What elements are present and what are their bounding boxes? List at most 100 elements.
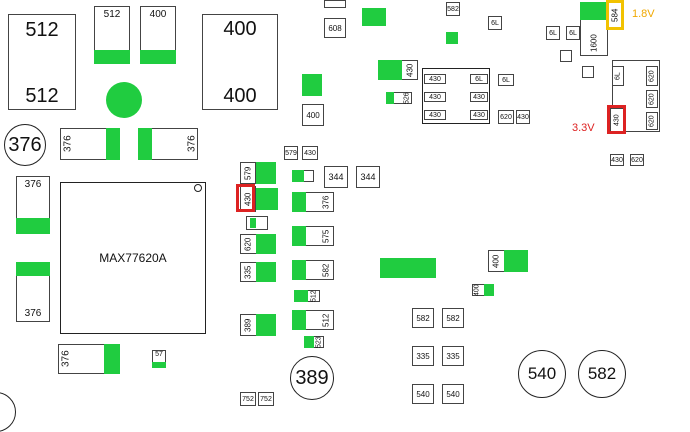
highlight-box-430-right xyxy=(607,105,626,134)
cap-579-mid[interactable]: 579 xyxy=(284,146,298,160)
mod-6l-d[interactable]: 6L xyxy=(498,74,514,86)
pmic-chip[interactable]: MAX77620A xyxy=(60,182,206,334)
pad xyxy=(106,128,120,160)
highlight-box-584 xyxy=(606,0,624,30)
inductor-400-bottom-label: 400 xyxy=(223,84,257,107)
cap-376-a-label: 376 xyxy=(62,135,74,153)
ref-label: 430 xyxy=(304,149,316,157)
pad xyxy=(152,362,166,368)
green-bar xyxy=(380,258,436,278)
pad xyxy=(256,314,276,336)
ring-582[interactable]: 582 xyxy=(578,350,626,398)
ic-335-a[interactable]: 335 xyxy=(412,346,434,366)
pad xyxy=(378,60,402,80)
ic-right-small[interactable] xyxy=(560,50,572,62)
cap-389-label: 389 xyxy=(243,318,253,332)
pad xyxy=(256,262,276,282)
ic-430-right-b[interactable]: 430 xyxy=(610,154,624,166)
mod-right-6l: 6L xyxy=(612,66,624,86)
ic-344-b[interactable]: 344 xyxy=(356,166,380,188)
inductor-400[interactable] xyxy=(202,14,278,110)
ref-label: 579 xyxy=(243,166,253,180)
inductor-512-body xyxy=(8,14,76,110)
ic-400-mid[interactable]: 400 xyxy=(302,104,324,126)
mod-430-i[interactable]: 430 xyxy=(516,110,530,124)
cap-335-label: 335 xyxy=(243,265,253,279)
pad xyxy=(292,170,304,182)
ref-label: 6L xyxy=(491,19,499,27)
ic-582-top[interactable]: 582 xyxy=(446,2,460,16)
pad xyxy=(256,162,276,184)
ref-label: 430 xyxy=(473,93,485,101)
res-512-small-label: 512 xyxy=(310,290,318,302)
ring-389[interactable]: 389 xyxy=(290,356,334,400)
inductor-512-top[interactable]: 512 xyxy=(8,14,76,46)
ic-top-small[interactable] xyxy=(324,0,346,8)
ic-620-right-d[interactable]: 620 xyxy=(630,154,644,166)
ref-label: 6L xyxy=(614,72,622,80)
ic-582-a[interactable]: 582 xyxy=(412,308,434,328)
ring-540[interactable]: 540 xyxy=(518,350,566,398)
mod-right-620b: 620 xyxy=(646,90,658,108)
cap-400-right-label: 400 xyxy=(491,254,501,268)
pad xyxy=(386,92,394,104)
mod-right-620c: 620 xyxy=(646,112,658,130)
pad xyxy=(292,226,306,246)
ref-label: 6L xyxy=(549,29,557,37)
cap-579[interactable]: 579 xyxy=(240,162,256,184)
pad xyxy=(256,188,278,210)
ref-label: 335 xyxy=(446,351,460,361)
ic-540-b[interactable]: 540 xyxy=(442,384,464,404)
cap-752-a[interactable]: 752 xyxy=(240,392,256,406)
ref-label: 430 xyxy=(429,93,441,101)
mod-430-g: 430 xyxy=(470,110,488,120)
ref-label: 6L xyxy=(502,76,510,84)
cap-430-top-label: 430 xyxy=(405,63,415,77)
label-3-3v: 3.3V xyxy=(572,122,595,134)
label-1-8v: 1.8V xyxy=(632,8,655,20)
cap-430-mid[interactable]: 430 xyxy=(302,146,318,160)
cap-376-bottom-label: 376 xyxy=(60,350,72,368)
inductor-512-bottom-label: 512 xyxy=(25,84,59,107)
ref-label: 430 xyxy=(473,111,485,119)
ref-label: 620 xyxy=(631,156,643,164)
ref-label: 579 xyxy=(285,149,297,157)
pad xyxy=(16,218,50,234)
mod-430-e: 430 xyxy=(470,92,488,102)
ref-label: 430 xyxy=(517,113,529,121)
mod-620-h[interactable]: 620 xyxy=(498,110,514,124)
ic-6l-right[interactable]: 6L xyxy=(546,26,560,40)
ref-label: 400 xyxy=(306,110,320,120)
ref-label: 620 xyxy=(500,113,512,121)
ref-label: 6L xyxy=(569,29,577,37)
ref-label: 344 xyxy=(360,172,376,182)
ref-label: 335 xyxy=(416,351,430,361)
ref-label: 752 xyxy=(260,395,272,403)
cap-376-mid-label: 376 xyxy=(321,195,331,209)
ref-label: 430 xyxy=(611,156,623,164)
green-test-pad[interactable] xyxy=(106,82,142,118)
ic-540-a[interactable]: 540 xyxy=(412,384,434,404)
ref-label: 752 xyxy=(242,395,254,403)
ref-label: 582 xyxy=(447,5,459,13)
mod-6l-b: 6L xyxy=(470,74,488,84)
pad xyxy=(250,218,256,228)
pad xyxy=(484,284,494,296)
res-526-label: 526 xyxy=(403,92,411,104)
highlight-box-430 xyxy=(236,184,255,212)
ic-582-b[interactable]: 582 xyxy=(442,308,464,328)
ic-right-small-2[interactable] xyxy=(582,66,594,78)
ic-335-b[interactable]: 335 xyxy=(442,346,464,366)
ic-344-a[interactable]: 344 xyxy=(324,166,348,188)
ring-376[interactable]: 376 xyxy=(4,124,46,166)
pad xyxy=(304,336,314,348)
ref-label: 430 xyxy=(429,75,441,83)
ref-label: 582 xyxy=(446,313,460,323)
ic-608[interactable]: 608 xyxy=(324,18,346,38)
ic-6l-right-2[interactable]: 6L xyxy=(566,26,580,40)
mod-430-c: 430 xyxy=(424,92,446,102)
cap-1600-label: 1600 xyxy=(589,34,599,52)
ic-6l-top[interactable]: 6L xyxy=(488,16,502,30)
ref-label: 620 xyxy=(648,115,656,127)
pad xyxy=(292,192,306,212)
